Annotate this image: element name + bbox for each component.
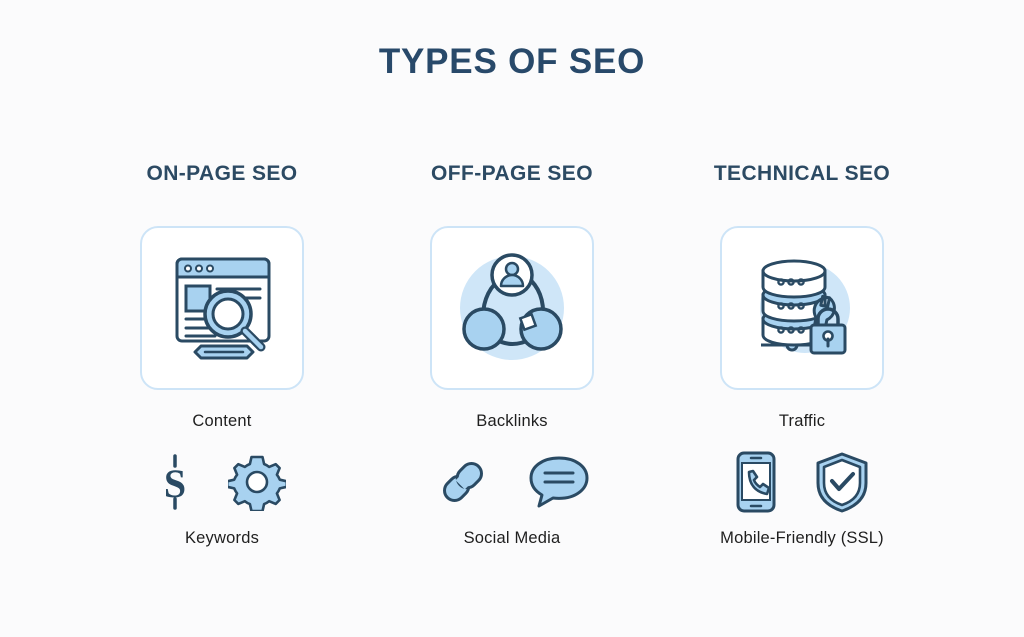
database-wrench-lock-icon: [760, 259, 850, 355]
card-label-traffic: Traffic: [778, 412, 826, 430]
mini-label-keywords: Keywords: [184, 529, 260, 547]
page-title: TYPES OF SEO: [378, 42, 646, 81]
speech-bubble-icon: [529, 456, 589, 508]
card-off-page-seo: [430, 226, 594, 390]
chain-link-icon: [443, 462, 483, 502]
dollar-s-icon: S: [164, 454, 186, 510]
backlink-network-icon: [460, 253, 564, 360]
mini-icons-keywords: S: [158, 451, 286, 513]
mini-icons-mobile-ssl: [734, 451, 870, 513]
gear-icon: [228, 455, 286, 511]
column-heading-on-page: ON-PAGE SEO: [146, 162, 298, 185]
column-on-page-seo: ON-PAGE SEO: [77, 160, 367, 548]
card-label-content: Content: [192, 412, 252, 430]
mobile-phone-icon: [736, 451, 776, 513]
column-technical-seo: TECHNICAL SEO: [657, 160, 947, 548]
card-on-page-seo: [140, 226, 304, 390]
card-label-backlinks: Backlinks: [476, 412, 548, 430]
shield-check-icon: [816, 452, 868, 513]
card-technical-seo: [720, 226, 884, 390]
mini-label-mobile-ssl: Mobile-Friendly (SSL): [720, 529, 884, 547]
column-off-page-seo: OFF-PAGE SEO: [367, 160, 657, 548]
column-heading-off-page: OFF-PAGE SEO: [431, 162, 593, 185]
svg-text:S: S: [164, 461, 186, 506]
column-heading-technical: TECHNICAL SEO: [713, 162, 891, 185]
web-page-search-icon: [175, 257, 271, 360]
mini-icons-social-media: [434, 451, 590, 513]
seo-columns: ON-PAGE SEO: [0, 160, 1024, 548]
mini-label-social-media: Social Media: [463, 529, 561, 547]
